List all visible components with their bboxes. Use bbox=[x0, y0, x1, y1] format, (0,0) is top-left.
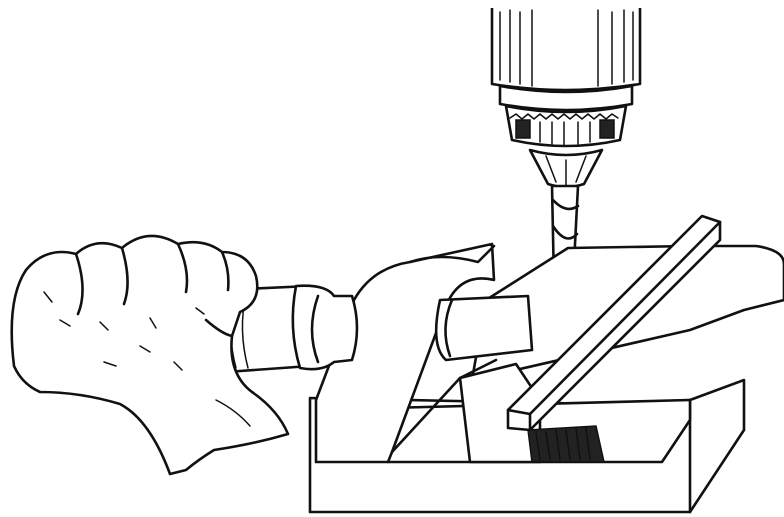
hand-icon bbox=[10, 234, 290, 476]
vise-icon bbox=[308, 242, 784, 514]
drill-press-chuck-icon bbox=[490, 8, 642, 189]
metal-strip-icon bbox=[506, 214, 722, 432]
